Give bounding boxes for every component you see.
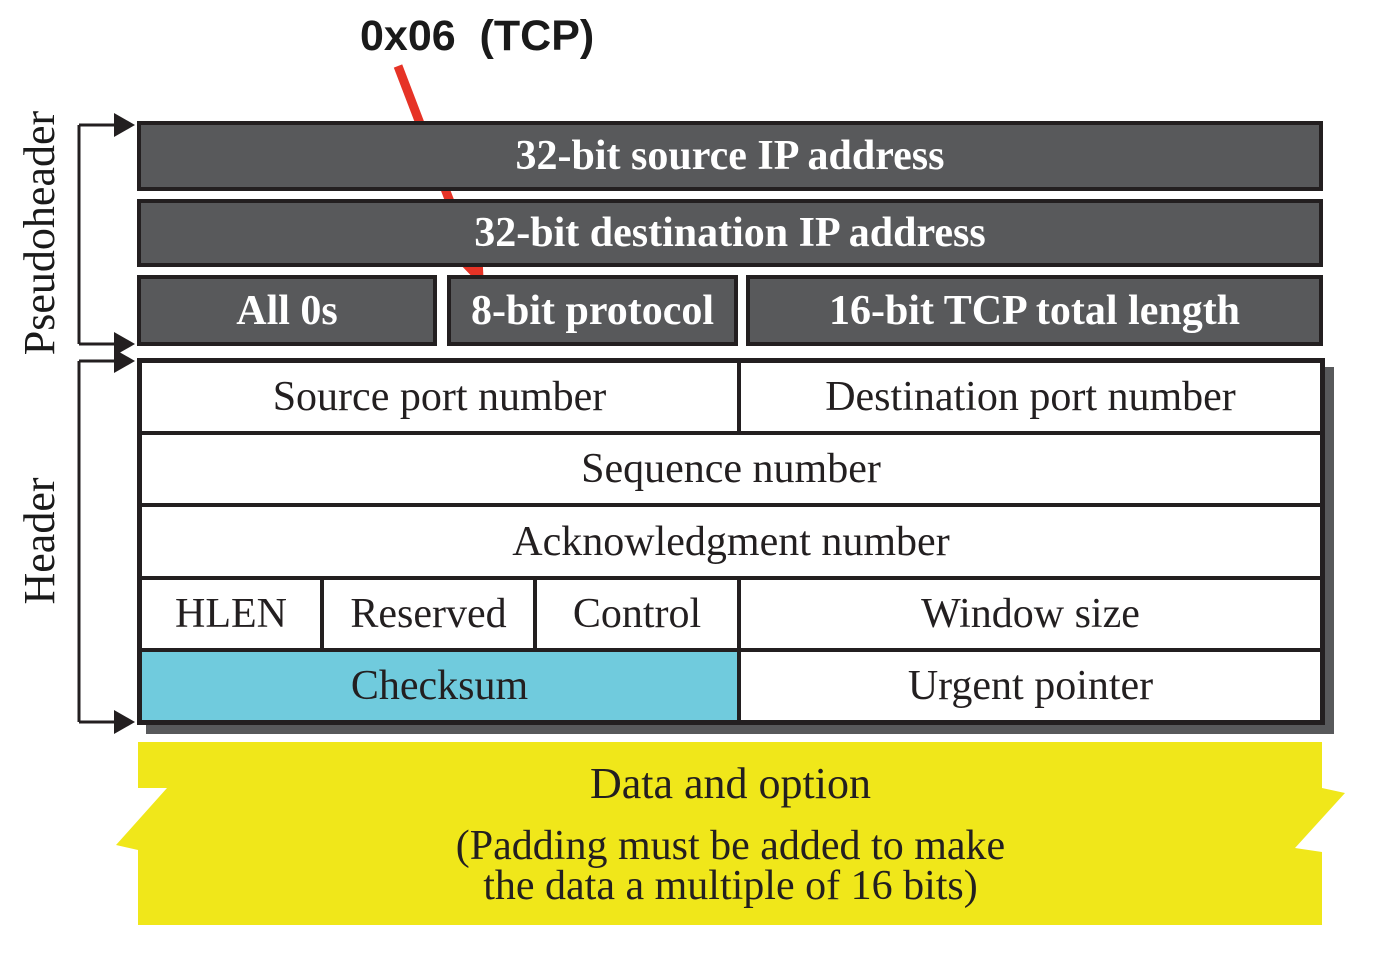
checksum-cell: Checksum: [142, 651, 741, 721]
sequence-number-cell: Sequence number: [581, 446, 881, 493]
source-port-cell: Source port number: [142, 363, 741, 432]
control-cell: Control: [537, 579, 741, 648]
protocol-cell: 8-bit protocol: [447, 275, 738, 346]
destination-port-cell: Destination port number: [825, 374, 1236, 421]
header-bracket: [77, 349, 135, 734]
padding-note-line1: (Padding must be added to make: [455, 823, 1006, 869]
reserved-cell: Reserved: [324, 579, 537, 648]
acknowledgment-row: Acknowledgment number: [142, 507, 1320, 580]
source-ip-row: 32-bit source IP address: [137, 121, 1323, 191]
acknowledgment-number-cell: Acknowledgment number: [512, 518, 950, 565]
checksum-row: Checksum Urgent pointer: [142, 651, 1320, 721]
pseudoheader-bracket: [77, 113, 135, 356]
sequence-row: Sequence number: [142, 435, 1320, 508]
urgent-pointer-cell: Urgent pointer: [907, 662, 1154, 709]
tcp-header-block: Source port number Destination port numb…: [137, 358, 1325, 725]
pseudoheader-side-label: Pseudoheader: [15, 110, 64, 356]
data-and-option-block: Data and option (Padding must be added t…: [116, 742, 1345, 925]
header-side-label: Header: [15, 477, 64, 605]
window-size-cell: Window size: [921, 590, 1140, 637]
destination-ip-row: 32-bit destination IP address: [137, 199, 1323, 267]
all-zeros-cell: All 0s: [137, 275, 437, 346]
protocol-value-label: 0x06 (TCP): [360, 12, 595, 60]
padding-note-line2: the data a multiple of 16 bits): [483, 863, 978, 909]
data-option-title: Data and option: [589, 759, 872, 808]
ports-row: Source port number Destination port numb…: [142, 363, 1320, 436]
hlen-cell: HLEN: [142, 579, 324, 648]
tcp-total-length-cell: 16-bit TCP total length: [746, 275, 1323, 346]
flags-row: HLEN Reserved Control Window size: [142, 579, 1320, 652]
